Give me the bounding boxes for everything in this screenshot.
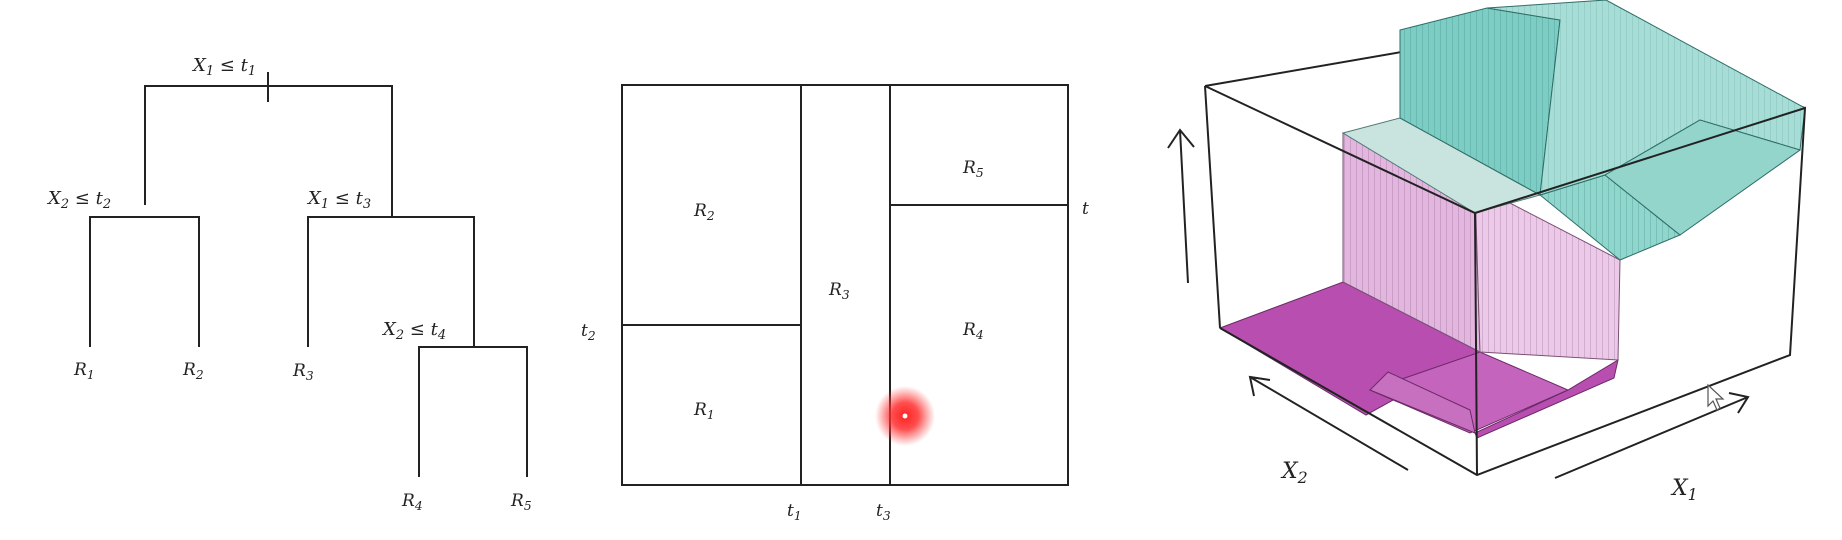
split-label-right: X1 ≤ t3 (306, 188, 371, 212)
axis-label-x1: X1 (1670, 476, 1698, 504)
split-label-left: X2 ≤ t2 (46, 188, 111, 212)
tick-label-t3: t3 (876, 501, 891, 523)
split-label-root: X1 ≤ t1 (191, 55, 256, 79)
partition-diagram: R2 R1 R3 R5 R4 t1 t3 t2 t (581, 84, 1089, 523)
tick-label-t1: t1 (787, 501, 802, 523)
leaf-label-r5: R5 (510, 491, 532, 513)
x1-axis-arrow (1554, 392, 1750, 479)
region-label-r3: R3 (828, 280, 850, 302)
surface-high-ledge (1604, 119, 1802, 236)
region-label-r5: R5 (962, 158, 984, 180)
surface-high-step-hatch (1540, 175, 1680, 260)
decision-tree: X1 ≤ t1 X2 ≤ t2 X1 ≤ t3 X2 ≤ t4 R1 R2 R3… (46, 55, 532, 513)
mouse-cursor-icon (1707, 383, 1725, 411)
x2-axis-arrow (1248, 375, 1409, 471)
tick-label-t4: t (1082, 199, 1089, 219)
cursor-highlight (875, 386, 935, 446)
z-axis-arrow (1167, 128, 1195, 284)
region-label-r4: R4 (962, 320, 984, 342)
leaf-label-r4: R4 (401, 491, 423, 513)
split-label-right-right: X2 ≤ t4 (381, 319, 446, 343)
tree-edges (89, 72, 528, 477)
region-label-r1: R1 (693, 400, 715, 422)
leaf-label-r1: R1 (73, 360, 95, 382)
partition-frame (621, 84, 1069, 486)
box-front-edges (1204, 85, 1807, 477)
leaf-label-r3: R3 (292, 361, 314, 383)
surface-3d: X2 X1 (1167, 0, 1807, 504)
partition-splits (622, 85, 1068, 485)
surface-high-wall-hatch (1400, 8, 1560, 195)
tick-label-t2: t2 (581, 321, 596, 343)
leaf-label-r2: R2 (182, 360, 204, 382)
axis-label-x2: X2 (1280, 459, 1308, 487)
surface-mid-front-hatch (1475, 185, 1620, 360)
surface-low-ramp (1369, 371, 1476, 434)
surface-high-top-hatch (1487, 0, 1805, 195)
region-label-r2: R2 (693, 201, 715, 223)
